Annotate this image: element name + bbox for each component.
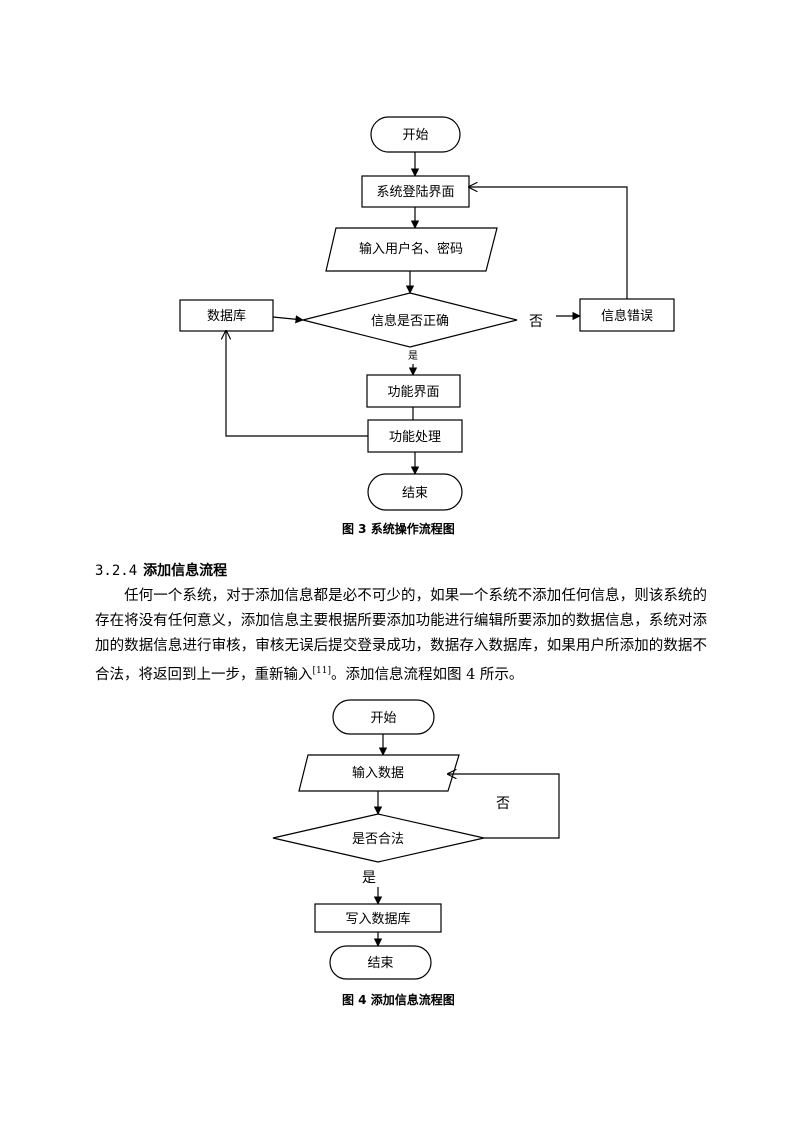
fig3-start-label: 开始 bbox=[402, 128, 428, 143]
fig4-end-label: 结束 bbox=[367, 956, 393, 971]
section-number: 3.2.4 bbox=[95, 563, 138, 579]
fig3-arrow-proc-database bbox=[226, 331, 368, 437]
fig4-end-terminal bbox=[329, 945, 432, 980]
fig4-input-label: 输入数据 bbox=[352, 765, 404, 781]
citation-ref: [11] bbox=[312, 666, 331, 676]
section-paragraph: 任何一个系统，对于添加信息都是必不可少的，如果一个系统不添加任何信息，则该系统的… bbox=[95, 584, 707, 688]
section-heading: 3.2.4 添加信息流程 bbox=[95, 560, 227, 580]
figure3-caption: 图 3 系统操作流程图 bbox=[342, 522, 455, 536]
fig3-end-label: 结束 bbox=[402, 486, 428, 501]
fig3-check-label: 信息是否正确 bbox=[371, 313, 449, 329]
fig4-input-parallelogram bbox=[298, 754, 460, 792]
fig4-yes-label: 是 bbox=[362, 870, 376, 886]
fig3-input-label: 输入用户名、密码 bbox=[359, 241, 463, 257]
fig3-no-label: 否 bbox=[529, 314, 543, 330]
fig3-error-label: 信息错误 bbox=[601, 308, 653, 324]
fig3-arrow-database-check bbox=[272, 315, 304, 324]
fig3-function-ui-label: 功能界面 bbox=[387, 385, 439, 400]
fig3-database-box bbox=[179, 299, 274, 332]
fig3-check-diamond bbox=[302, 292, 518, 348]
fig3-login-label: 系统登陆界面 bbox=[376, 184, 454, 200]
figure4-flowchart: 开始 输入数据 是否合法 否 是 写入数据库 结束 bbox=[272, 699, 560, 980]
fig3-end-terminal bbox=[367, 473, 463, 511]
fig3-error-box bbox=[579, 298, 675, 332]
figure3-flowchart: 开始 系统登陆界面 输入用户名、密码 信息是否正确 数据库 否 信息错误 是 功… bbox=[179, 116, 675, 511]
fig3-function-proc-label: 功能处理 bbox=[389, 430, 441, 445]
fig4-start-label: 开始 bbox=[370, 711, 396, 726]
fig3-database-label: 数据库 bbox=[207, 308, 246, 324]
fig4-arrow-no-input bbox=[448, 774, 560, 839]
paragraph-text: 任何一个系统，对于添加信息都是必不可少的，如果一个系统不添加任何信息，则该系统的… bbox=[95, 588, 707, 683]
fig3-input-parallelogram bbox=[325, 227, 498, 272]
section-title: 添加信息流程 bbox=[143, 563, 228, 579]
fig4-check-label: 是否合法 bbox=[352, 832, 404, 847]
fig4-no-label: 否 bbox=[496, 796, 510, 812]
fig4-check-diamond bbox=[272, 813, 485, 863]
paragraph-text-end: 。添加信息流程如图 4 所示。 bbox=[330, 666, 524, 683]
fig3-arrow-error-login bbox=[469, 187, 628, 299]
figure4-caption: 图 4 添加信息流程图 bbox=[342, 993, 455, 1007]
fig4-write-label: 写入数据库 bbox=[345, 911, 410, 927]
fig3-yes-label: 是 bbox=[408, 350, 418, 362]
